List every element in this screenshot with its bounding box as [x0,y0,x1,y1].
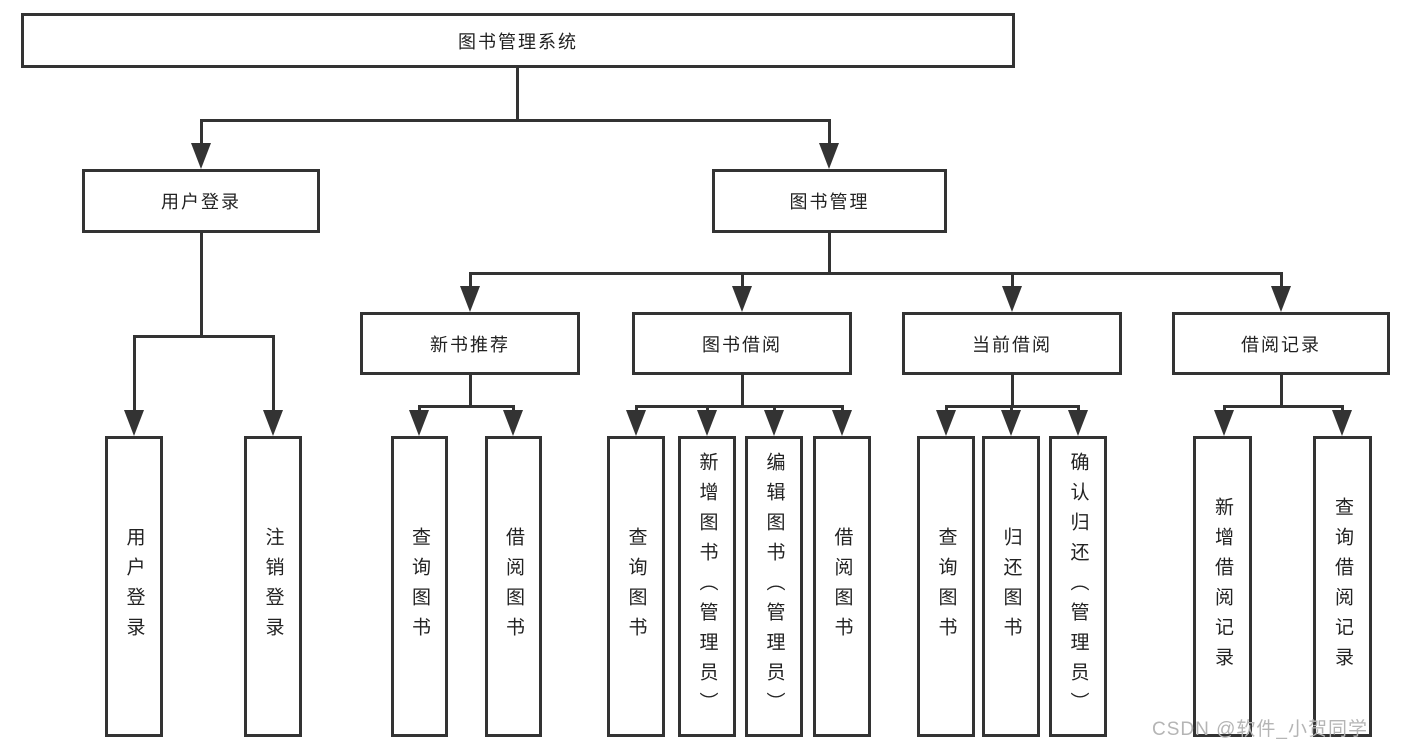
node-new-book-recommend: 新书推荐 [360,312,580,375]
arrow-shaft [944,407,948,412]
arrow-shaft [468,274,472,288]
arrow-to-borrow-records [1270,274,1292,312]
leaf-user-login: 用户登录 [105,436,163,737]
arrow-to-current-borrow [1001,274,1023,312]
leaf-confirm-return-admin: 确认归还（管理员） [1049,436,1107,737]
connector-hline-book-management [469,272,1283,275]
leaf-edit-books-admin: 编辑图书（管理员） [745,436,803,737]
leaf-add-books-admin: 新增图书（管理员） [678,436,736,737]
arrow-to-user-login [190,121,212,169]
arrow-shaft [1279,274,1283,288]
arrowhead-icon [409,410,429,436]
arrow-shaft [199,121,203,145]
connector-stem-current-borrow [1011,375,1014,407]
arrow-to-leaf [1000,407,1022,436]
arrowhead-icon [460,286,480,312]
arrow-to-leaf [625,407,647,436]
connector-hline-book-borrow [635,405,844,408]
arrowhead-icon [732,286,752,312]
arrow-shaft [271,337,275,412]
node-user-login: 用户登录 [82,169,320,233]
arrowhead-icon [1271,286,1291,312]
connector-stem-book-management [828,233,831,274]
connector-hline-new-book [418,405,515,408]
node-book-borrow: 图书借阅 [632,312,852,375]
connector-stem-new-book [469,375,472,407]
leaf-query-books-borrow: 查询图书 [607,436,665,737]
leaf-logout: 注销登录 [244,436,302,737]
leaf-return-books: 归还图书 [982,436,1040,737]
arrowhead-icon [1002,286,1022,312]
connector-hline-user-login [133,335,275,338]
arrow-to-leaf [1331,407,1353,436]
arrow-to-book-management [818,121,840,169]
arrow-shaft [827,121,831,145]
arrow-to-leaf-user-login [123,337,145,436]
arrow-shaft [1340,407,1344,412]
arrowhead-icon [1214,410,1234,436]
arrowhead-icon [626,410,646,436]
node-library-system: 图书管理系统 [21,13,1015,68]
arrow-shaft [417,407,421,412]
arrow-to-new-book [459,274,481,312]
arrow-shaft [772,407,776,412]
leaf-borrow-books: 借阅图书 [813,436,871,737]
leaf-add-borrow-record: 新增借阅记录 [1193,436,1252,737]
leaf-query-borrow-record: 查询借阅记录 [1313,436,1372,737]
arrowhead-icon [936,410,956,436]
arrow-to-leaf [696,407,718,436]
leaf-query-books-recommend: 查询图书 [391,436,448,737]
arrow-to-leaf [763,407,785,436]
connector-stem-user-login [200,233,203,337]
arrowhead-icon [832,410,852,436]
arrowhead-icon [697,410,717,436]
arrow-shaft [1010,274,1014,288]
arrow-shaft [740,274,744,288]
arrowhead-icon [1001,410,1021,436]
connector-stem-book-borrow [741,375,744,407]
arrow-to-book-borrow [731,274,753,312]
arrowhead-icon [764,410,784,436]
arrow-shaft [840,407,844,412]
arrowhead-icon [191,143,211,169]
arrowhead-icon [1332,410,1352,436]
arrow-shaft [1076,407,1080,412]
arrow-to-leaf-logout [262,337,284,436]
node-book-management: 图书管理 [712,169,947,233]
arrow-to-leaf [502,407,524,436]
arrow-to-leaf [1213,407,1235,436]
arrow-shaft [634,407,638,412]
leaf-query-books-current: 查询图书 [917,436,975,737]
arrow-shaft [511,407,515,412]
watermark: CSDN @软件_小贺同学 [1152,719,1368,740]
arrowhead-icon [124,410,144,436]
connector-stem-borrow-records [1280,375,1283,407]
node-borrow-records: 借阅记录 [1172,312,1390,375]
arrow-shaft [132,337,136,412]
arrow-to-leaf [935,407,957,436]
arrow-shaft [1222,407,1226,412]
arrowhead-icon [503,410,523,436]
connector-hline-current-borrow [945,405,1080,408]
arrow-to-leaf [408,407,430,436]
arrow-to-leaf [1067,407,1089,436]
arrow-shaft [705,407,709,412]
arrowhead-icon [1068,410,1088,436]
connector-stem-root [516,68,519,121]
node-current-borrow: 当前借阅 [902,312,1122,375]
connector-hline-root [200,119,831,122]
leaf-borrow-books-recommend: 借阅图书 [485,436,542,737]
arrow-to-leaf [831,407,853,436]
connector-hline-borrow-records [1223,405,1344,408]
arrowhead-icon [263,410,283,436]
arrowhead-icon [819,143,839,169]
arrow-shaft [1009,407,1013,412]
